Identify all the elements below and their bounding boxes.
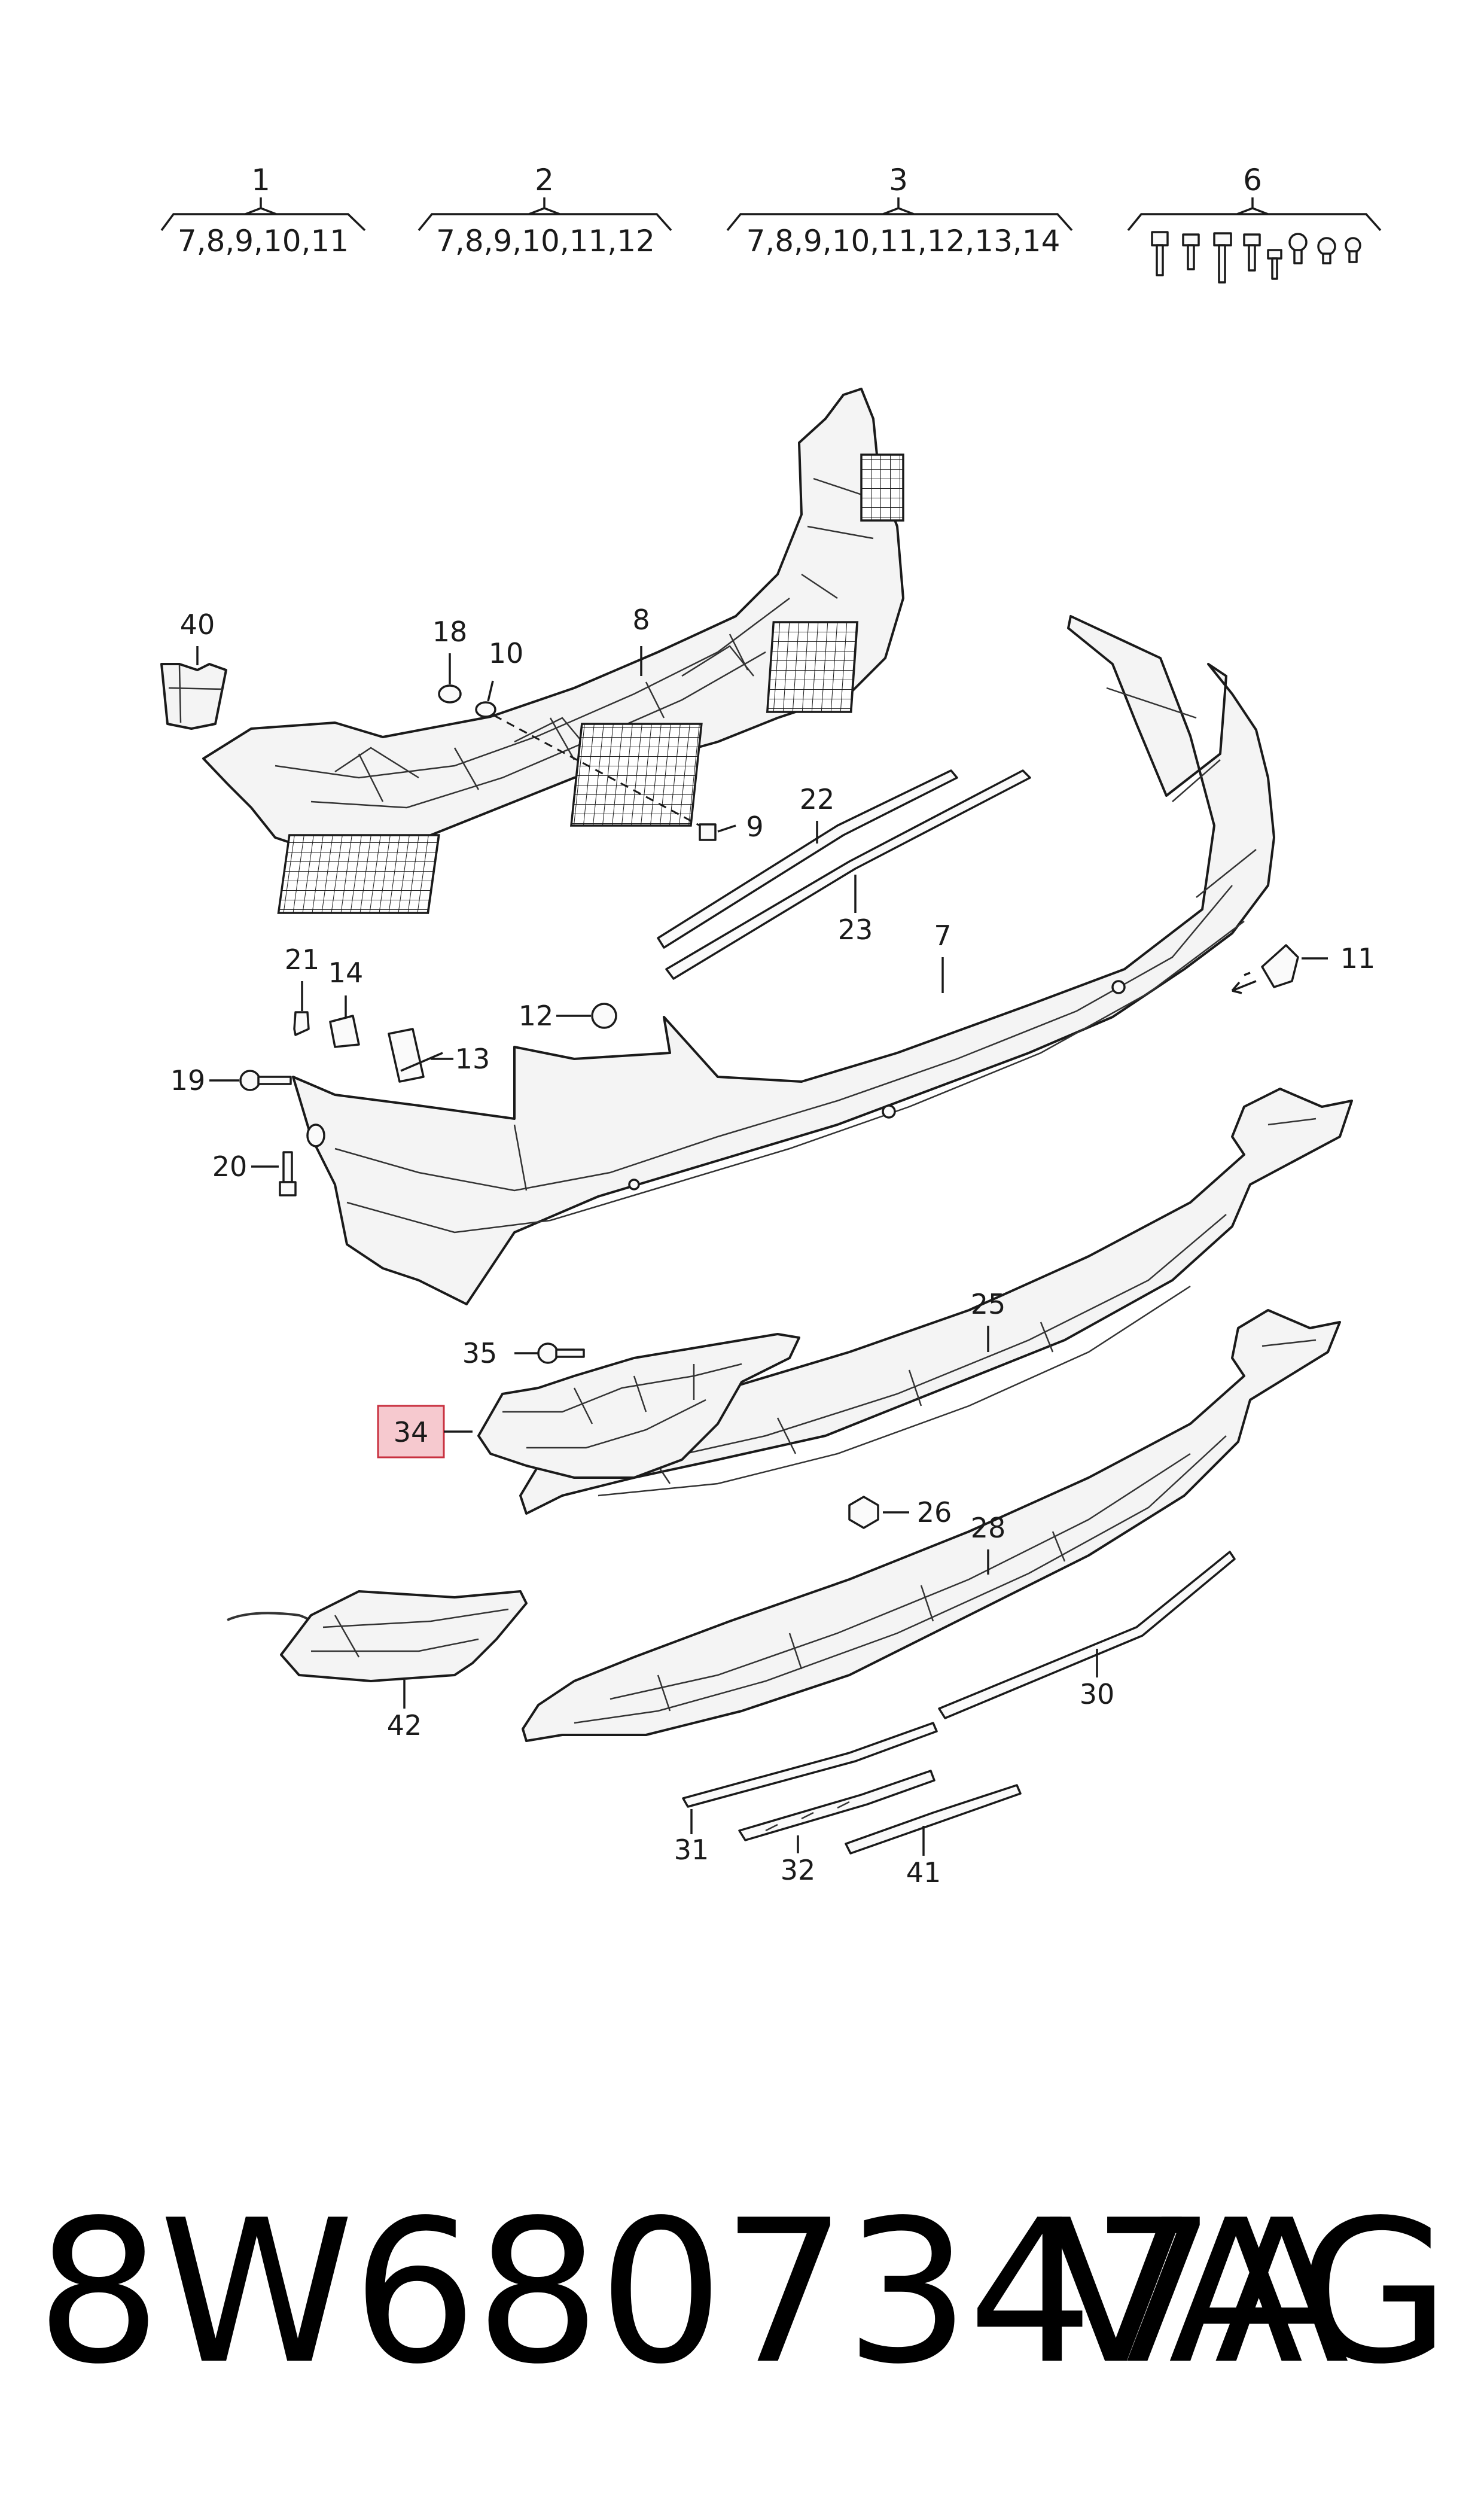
callout-25: 25 xyxy=(971,1288,1006,1320)
part-22-strip: 22 xyxy=(657,769,958,949)
group-3-label: 3 xyxy=(889,163,908,197)
fastener-set-icons xyxy=(1151,231,1361,284)
part-34-bracket: 34 xyxy=(377,1333,800,1479)
part-11-tow-cap: 11 xyxy=(1231,942,1376,994)
group-1-label: 1 xyxy=(251,163,270,197)
callout-42: 42 xyxy=(387,1709,422,1741)
part-35-screw: 35 xyxy=(462,1337,585,1369)
part-13-plate: 13 xyxy=(388,1028,490,1083)
callout-41: 41 xyxy=(906,1856,941,1889)
group-6-label: 6 xyxy=(1243,163,1262,197)
callout-18: 18 xyxy=(432,616,468,648)
callout-32: 32 xyxy=(781,1854,816,1886)
footer: 8W6807347A VAG xyxy=(0,2178,1484,2417)
group-header-6: 6 xyxy=(1127,163,1382,284)
part-31-trim: 31 xyxy=(674,1722,938,1866)
callout-10: 10 xyxy=(489,637,524,669)
callout-23: 23 xyxy=(838,914,873,946)
part-21-clip: 21 xyxy=(285,943,320,1036)
part-20-screw: 20 xyxy=(212,1150,297,1196)
callout-21: 21 xyxy=(285,943,320,976)
part-30-strip: 30 xyxy=(938,1551,1236,1719)
group-3-contents: 7,8,9,10,11,12,13,14 xyxy=(746,224,1061,258)
part-10-nut: 10 xyxy=(475,637,700,827)
part-26-nut: 26 xyxy=(848,1496,952,1529)
callout-13: 13 xyxy=(455,1043,490,1075)
highlight-box-34 xyxy=(377,1405,445,1459)
callout-34: 34 xyxy=(394,1416,429,1448)
part-40-bracket: 40 xyxy=(160,608,227,730)
part-number: 8W6807347A xyxy=(36,2178,1349,2407)
part-9-clip: 9 xyxy=(699,811,764,843)
callout-26: 26 xyxy=(917,1496,952,1529)
group-header-1: 1 7,8,9,10,11 xyxy=(160,163,366,258)
callout-40: 40 xyxy=(180,608,215,641)
part-28-lower-diffuser: 28 xyxy=(522,1309,1341,1742)
group-1-contents: 7,8,9,10,11 xyxy=(178,224,349,258)
callout-11: 11 xyxy=(1340,942,1376,975)
group-header-2: 2 7,8,9,10,11,12 xyxy=(418,163,672,258)
callout-20: 20 xyxy=(212,1150,248,1183)
part-8-label: 8 xyxy=(632,604,650,676)
callout-14: 14 xyxy=(328,957,364,989)
callout-35: 35 xyxy=(462,1337,498,1369)
callout-8: 8 xyxy=(632,604,650,636)
callout-30: 30 xyxy=(1080,1678,1115,1710)
part-12-nut: 12 xyxy=(519,1000,617,1032)
callout-9: 9 xyxy=(746,811,763,843)
group-2-contents: 7,8,9,10,11,12 xyxy=(436,224,655,258)
callout-22: 22 xyxy=(800,783,835,815)
part-41-trim: 41 xyxy=(845,1784,1022,1889)
part-23-strip: 23 xyxy=(665,769,1031,980)
callout-28: 28 xyxy=(971,1512,1006,1544)
callout-7: 7 xyxy=(934,919,951,952)
part-14-bracket: 14 xyxy=(328,957,364,1048)
part-32-trim: 32 xyxy=(738,1770,936,1886)
part-7-bumper-cover: 7 xyxy=(292,615,1275,1305)
brand-name: VAG xyxy=(1048,2178,1451,2407)
bumper-carrier xyxy=(202,388,904,914)
callout-31: 31 xyxy=(674,1834,709,1866)
callout-12: 12 xyxy=(519,1000,554,1032)
parts-diagram: 1 7,8,9,10,11 2 7,8,9,10,11,12 3 7,8,9,1… xyxy=(160,163,1382,1889)
callout-19: 19 xyxy=(170,1064,206,1097)
group-header-3: 3 7,8,9,10,11,12,13,14 xyxy=(726,163,1073,258)
part-19-screw: 19 xyxy=(170,1064,292,1097)
group-2-label: 2 xyxy=(535,163,554,197)
part-18-grommet: 18 xyxy=(432,616,468,704)
part-42-reflector: 42 xyxy=(227,1590,528,1741)
